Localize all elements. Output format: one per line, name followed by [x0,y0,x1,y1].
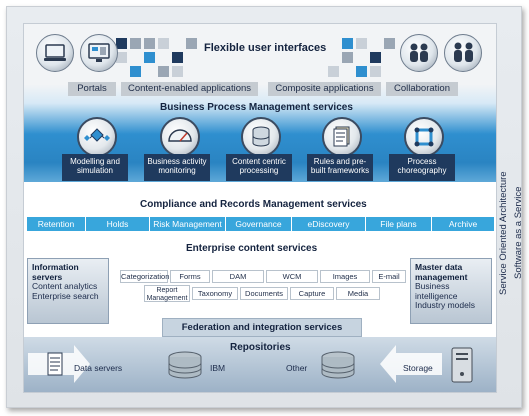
compliance-ediscovery: eDiscovery [291,217,365,231]
svc-process-choreography: Process choreography [389,154,455,181]
cycle-icon [404,117,444,157]
master-data-line-2: Industry models [415,300,475,310]
info-servers-title: Information servers [32,262,79,282]
ecs-media: Media [336,287,380,300]
information-servers-box: Information servers Content analytics En… [27,258,109,324]
ecs-categorization: Categorization [120,270,170,283]
ibm-database-icon [168,351,202,379]
database-icon [241,117,281,157]
flow-diagram-icon [77,117,117,157]
soa-label: Service Oriented Architecture [498,171,509,295]
group-icon [444,34,482,72]
federation-bar: Federation and integration services [162,318,362,337]
ecs-dam: DAM [212,270,264,283]
ecs-wcm: WCM [266,270,318,283]
ecs-forms: Forms [170,270,210,283]
gauge-icon [160,117,200,157]
info-servers-line-1: Content analytics [32,281,98,291]
chip-collaboration: Collaboration [386,82,458,96]
ecs-images: Images [320,270,370,283]
repositories-band [24,337,496,392]
compliance-risk: Risk Management [149,217,225,231]
ecs-report-management: Report Management [144,285,190,302]
laptop-icon [36,34,74,72]
arrow-left-icon [380,345,442,383]
people-icon [400,34,438,72]
saas-label: Software as a Service [513,186,524,279]
master-data-line-1: Business intelligence [415,281,458,301]
ecs-email: E-mail [372,270,406,283]
other-database-icon [321,351,355,379]
master-data-box: Master data management Business intellig… [410,258,492,324]
chip-content-enabled: Content-enabled applications [121,82,258,96]
compliance-bar: Retention Holds Risk Management Governan… [27,217,494,231]
repositories-title: Repositories [230,342,291,353]
main-panel: Flexible user interfaces Portals Content… [23,23,497,393]
document-icon [47,352,63,376]
compliance-archive: Archive [431,217,494,231]
monitor-icon [80,34,118,72]
info-servers-line-2: Enterprise search [32,290,99,301]
storage-server-icon [451,347,473,383]
repo-ibm: IBM [210,363,226,373]
svc-modelling: Modelling and simulation [62,154,128,181]
ecs-capture: Capture [290,287,334,300]
ecs-title: Enterprise content services [186,243,318,254]
svc-activity-monitoring: Business activity monitoring [144,154,210,181]
repo-storage: Storage [403,363,433,373]
svc-rules-frameworks: Rules and pre-built frameworks [307,154,373,181]
document-stack-icon [322,117,362,157]
chip-composite: Composite applications [268,82,381,96]
repo-data-servers: Data servers [74,363,123,373]
master-data-title: Master data management [415,262,468,282]
ecs-taxonomy: Taxonomy [192,287,238,300]
compliance-governance: Governance [225,217,291,231]
repo-other: Other [286,363,308,373]
flexible-ui-title: Flexible user interfaces [204,42,327,54]
chip-portals: Portals [68,82,116,96]
bpm-title: Business Process Management services [160,102,353,113]
compliance-holds: Holds [85,217,149,231]
svc-content-centric: Content centric processing [226,154,292,181]
ecs-documents: Documents [240,287,288,300]
architecture-diagram: Flexible user interfaces Portals Content… [6,6,524,408]
compliance-title: Compliance and Records Management servic… [140,199,367,210]
compliance-retention: Retention [37,219,75,229]
compliance-file-plans: File plans [365,217,431,231]
